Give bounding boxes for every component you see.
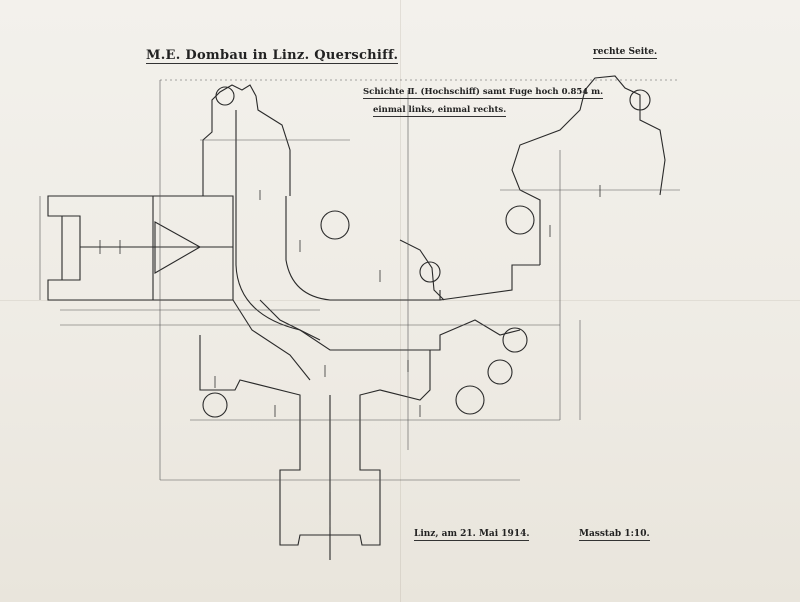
scale-label: Masstab 1:10. — [579, 529, 650, 541]
inner-curve — [285, 196, 441, 301]
lobe-east-1 — [502, 327, 528, 353]
side-label: rechte Seite. — [593, 47, 658, 59]
right-wing-body — [439, 264, 540, 301]
lobe-nw-tower — [215, 86, 235, 106]
dimension-ticks — [99, 185, 601, 527]
lobe-ne-tower — [629, 89, 651, 111]
layer-note-2: einmal links, einmal rechts. — [373, 105, 507, 117]
lobe-upper-right — [505, 205, 535, 235]
layer-note: Schichte Ⅱ. (Hochschiff) samt Fuge hoch … — [363, 87, 604, 99]
lobe-east-2 — [487, 359, 513, 385]
left-arm-outline — [47, 195, 234, 301]
drawing-title: M.E. Dombau in Linz. Querschiff. — [146, 48, 399, 64]
central-body-outline — [235, 196, 521, 351]
right-niche — [399, 239, 445, 301]
place-date: Linz, am 21. Mai 1914. — [414, 529, 530, 541]
left-arm-notch — [62, 215, 81, 281]
lobe-mid-right — [419, 261, 441, 283]
lobe-east-3 — [455, 385, 485, 415]
lower-stem-outline — [199, 335, 431, 546]
vertical-fold-line — [400, 0, 401, 602]
lobe-upper-left — [320, 210, 350, 240]
diagonal-band — [232, 299, 321, 381]
lobe-southwest — [202, 392, 228, 418]
right-gable-outline — [511, 75, 666, 265]
left-tower-outline — [202, 84, 291, 196]
